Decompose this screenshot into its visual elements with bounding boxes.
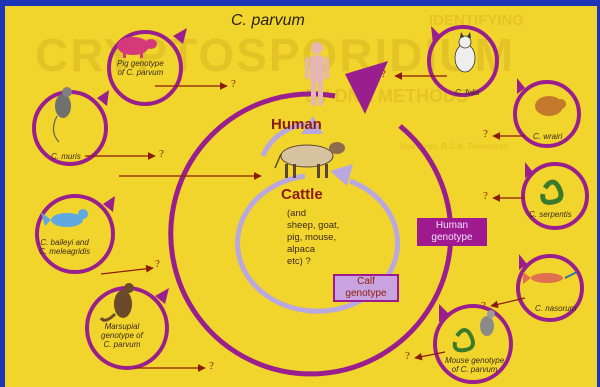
mouse-and-snake-figure	[455, 310, 495, 350]
fish-figure	[523, 272, 577, 284]
pig-genotype-label: Pig genotype of C. parvum	[117, 59, 164, 77]
bird-figure	[41, 209, 88, 227]
guinea-pig-figure	[535, 96, 566, 116]
cat-figure	[455, 32, 475, 72]
diagram-title: C. parvum	[231, 12, 305, 30]
muris-label: C. muris	[51, 152, 81, 161]
question-mark-wrairi: ?	[483, 128, 488, 140]
mouse-genotype-label: Mouse genotype of C. parvum	[445, 356, 504, 374]
baileyi-cycle-ring	[37, 196, 113, 272]
pig-figure	[117, 37, 157, 58]
question-mark-serpentis: ?	[483, 190, 488, 202]
question-mark-pig: ?	[231, 78, 236, 90]
question-mark-muris: ?	[159, 148, 164, 160]
question-mark-baileyi: ?	[155, 258, 160, 270]
baileyi-label: C. baileyi and C. meleagridis	[39, 238, 90, 256]
cattle-label: Cattle	[281, 186, 323, 203]
arrow-mouse	[415, 352, 445, 358]
snake-figure	[543, 182, 561, 202]
question-mark-felis: ?	[381, 68, 386, 80]
serpentis-label: C. serpentis	[529, 210, 572, 219]
calf-genotype-box: Calf genotype	[333, 274, 399, 302]
human-label: Human	[271, 116, 322, 133]
arrow-baileyi	[101, 268, 153, 274]
felis-label: C. felis	[455, 88, 479, 97]
question-mark-nasorum: ?	[481, 300, 486, 312]
marsupial-genotype-label: Marsupial genotype of C. parvum	[101, 322, 143, 349]
question-mark-marsupial: ?	[209, 360, 214, 372]
human-genotype-box: Human genotype	[417, 218, 487, 246]
nasorum-label: C. nasorum	[535, 304, 576, 313]
question-mark-mouse: ?	[405, 350, 410, 362]
cattle-note: (and sheep, goat, pig, mouse, alpaca etc…	[287, 208, 339, 268]
wrairi-label: C. wrairi	[533, 132, 562, 141]
diagram-panel: IDENTIFYING CRYPTOSPORIDIUM BY DNA METHO…	[5, 6, 597, 387]
